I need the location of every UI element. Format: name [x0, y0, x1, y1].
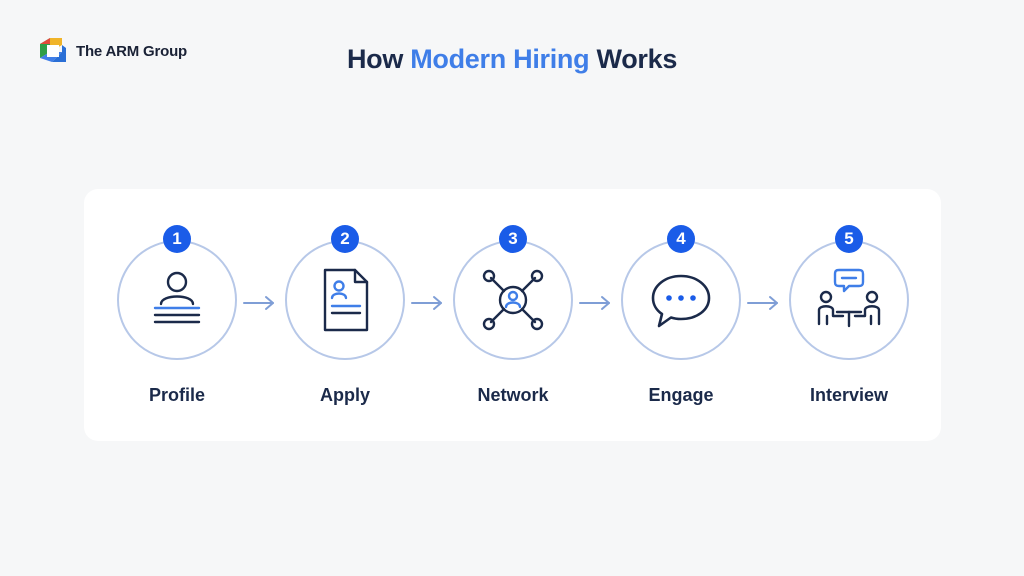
page-title: How Modern Hiring Works — [0, 44, 1024, 75]
step-circle — [621, 240, 741, 360]
brand-name: The ARM Group — [76, 42, 187, 60]
step-network: 3 Network — [453, 225, 573, 405]
chat-icon — [651, 274, 711, 328]
arrow-right-icon — [411, 296, 442, 310]
title-accent: Modern Hiring — [410, 44, 590, 74]
step-number-badge: 3 — [499, 225, 527, 253]
arrow-right-icon — [579, 296, 610, 310]
step-label: Network — [477, 385, 549, 405]
step-circle — [285, 240, 405, 360]
step-interview: 5 Interview — [789, 225, 909, 405]
step-profile: 1 Profile — [117, 225, 237, 405]
step-number-badge: 2 — [331, 225, 359, 253]
step-number-badge: 4 — [667, 225, 695, 253]
profile-icon — [153, 271, 201, 324]
arrow-right-icon — [747, 296, 778, 310]
step-engage: 4 Engage — [621, 225, 741, 405]
document-icon — [323, 268, 369, 332]
brand: The ARM Group — [38, 36, 187, 66]
step-apply: 2 Apply — [285, 225, 405, 405]
step-label: Engage — [648, 385, 714, 405]
step-circle — [789, 240, 909, 360]
step-circle — [117, 240, 237, 360]
arrow-right-icon — [243, 296, 274, 310]
step-number-badge: 5 — [835, 225, 863, 253]
arm-group-logo-icon — [40, 38, 66, 62]
step-label: Profile — [148, 385, 205, 405]
interview-icon — [817, 268, 881, 328]
title-part-1: How — [346, 44, 411, 74]
process-card: 1 Profile 2 Apply — [84, 189, 941, 441]
step-circle — [453, 240, 573, 360]
step-label: Interview — [809, 385, 889, 405]
step-number-badge: 1 — [163, 225, 191, 253]
title-part-2: Works — [589, 44, 678, 74]
network-icon — [482, 269, 544, 331]
step-label: Apply — [319, 385, 370, 405]
